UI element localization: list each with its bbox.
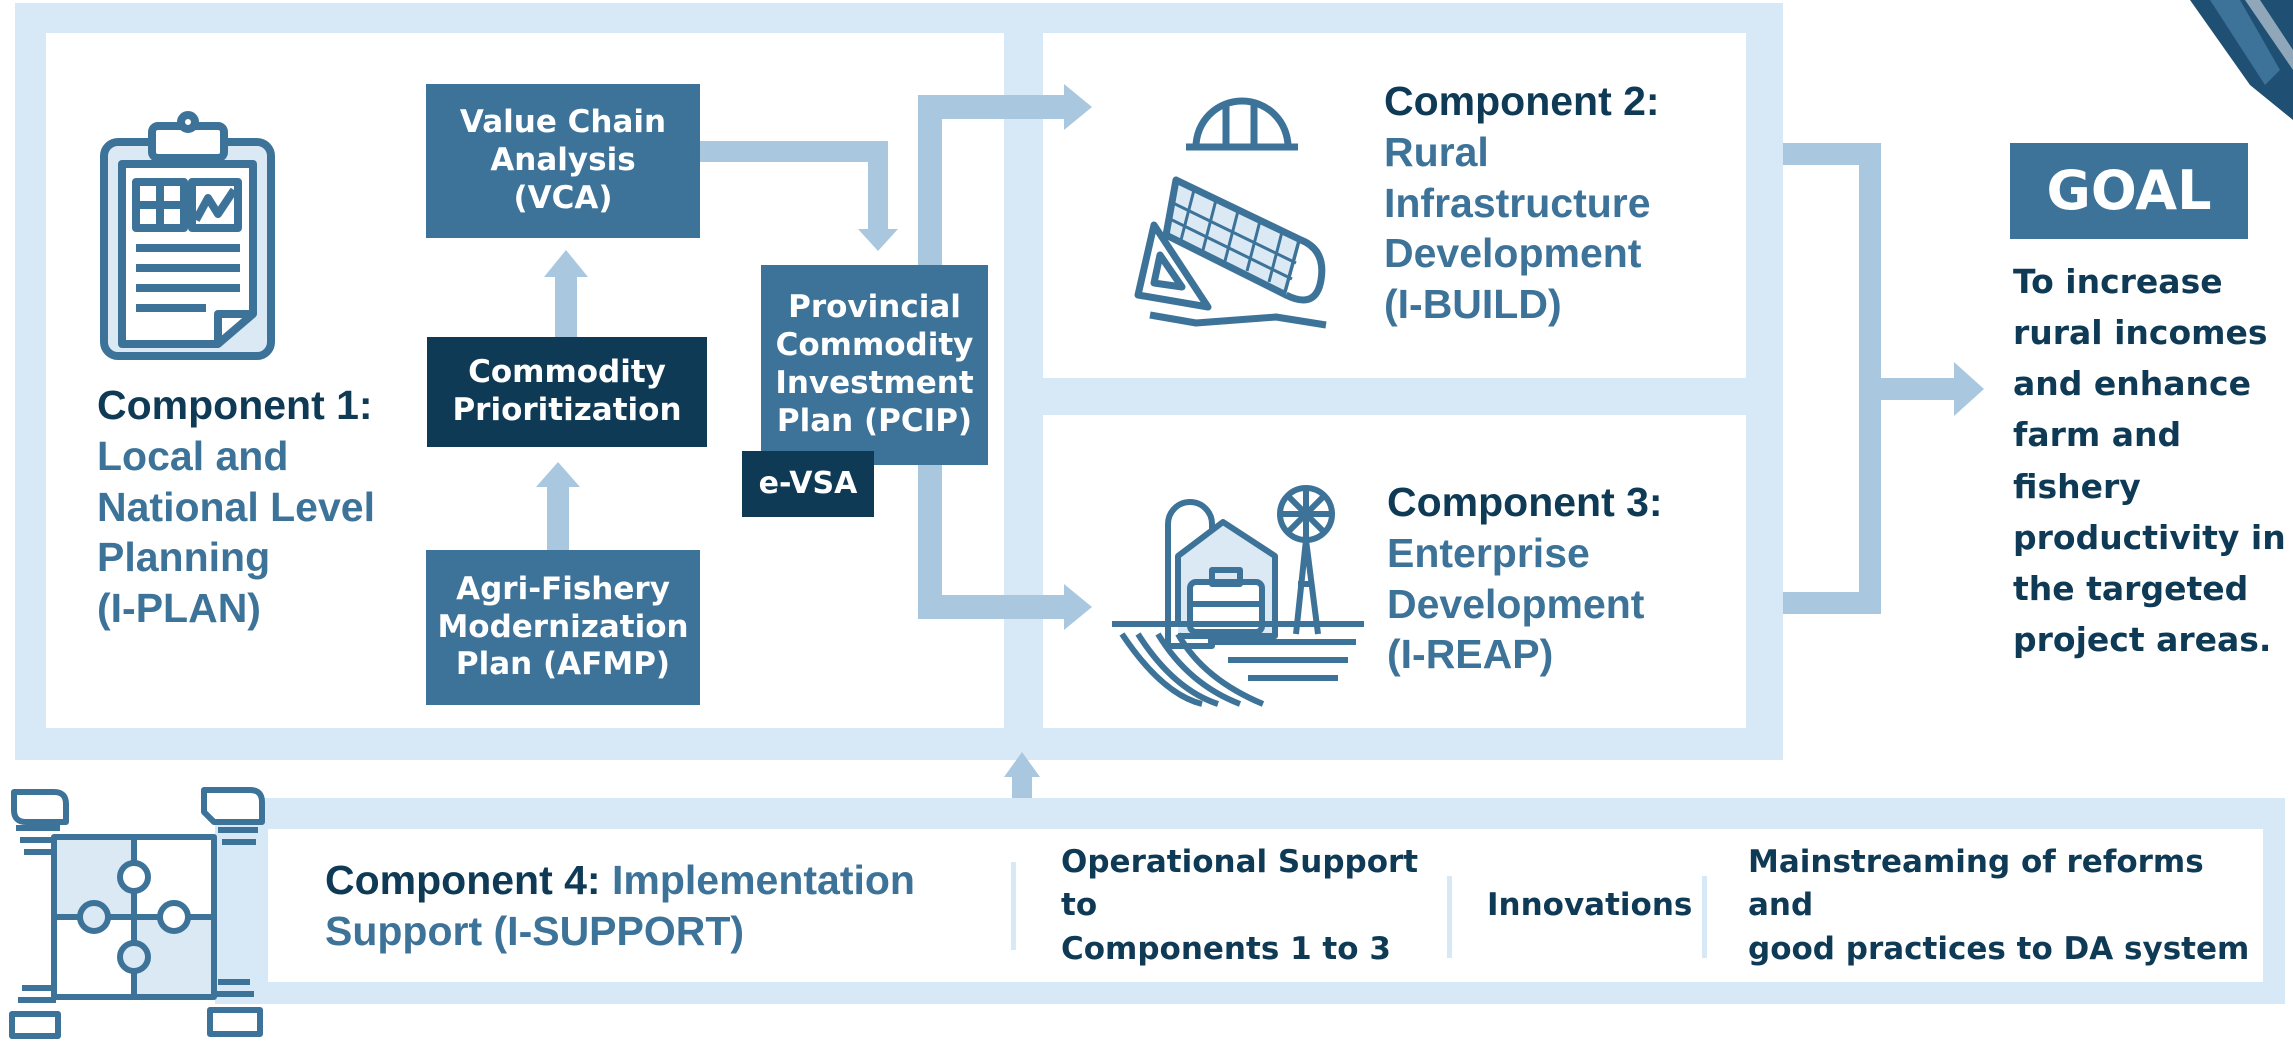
pcip-to-component2-connector: [918, 95, 1066, 119]
farm-icon: [1112, 485, 1364, 707]
component2-title: Rural Infrastructure Development (I-BUIL…: [1384, 128, 1651, 328]
right-arrow-head: [1954, 362, 1984, 416]
components-to-goal-connector: [1881, 378, 1957, 400]
support-divider: [1011, 862, 1016, 950]
corner-logo-fragment: [2190, 0, 2293, 120]
component4-heading: Component 4:: [325, 857, 601, 903]
support-divider: [1702, 876, 1707, 958]
component1-text: Component 1: Local and National Level Pl…: [97, 380, 427, 634]
components-to-goal-connector: [1859, 143, 1881, 614]
pcip-to-component3-connector: [918, 595, 1066, 619]
component4-title-line1: Implementation: [612, 857, 915, 903]
prioritization-box: Commodity Prioritization: [427, 337, 707, 447]
support-divider: [1447, 876, 1452, 958]
pcip-to-component3-connector: [918, 462, 942, 610]
up-arrow-head: [1004, 752, 1040, 777]
vca-to-pcip-connector: [700, 141, 888, 162]
right-arrow-head: [1064, 584, 1092, 630]
prioritization-to-vca-arrow: [555, 275, 577, 337]
right-arrow-head: [1064, 84, 1092, 130]
puzzle-hands-icon: [9, 787, 265, 1039]
support-item-innovations: Innovations: [1487, 887, 1693, 924]
support-item-operational: Operational Support to Components 1 to 3: [1061, 843, 1419, 967]
up-arrow-head: [536, 462, 580, 487]
goal-label: GOAL: [2010, 143, 2248, 239]
components-to-goal-connector: [1783, 592, 1881, 614]
component2-panel: [1043, 33, 1746, 378]
component1-heading: Component 1:: [97, 382, 373, 428]
component3-heading: Component 3:: [1387, 479, 1663, 525]
hardhat-blueprint-icon: [1134, 97, 1327, 329]
component4-panel: [268, 829, 2263, 982]
afmp-box: Agri-Fishery Modernization Plan (AFMP): [426, 550, 700, 705]
component4-text: Component 4: Implementation Support (I-S…: [325, 855, 1025, 957]
clipboard-icon: [100, 111, 275, 360]
vca-to-pcip-connector: [868, 141, 888, 231]
component4-title-line2: Support (I-SUPPORT): [325, 907, 745, 954]
component1-title: Local and National Level Planning (I-PLA…: [97, 432, 375, 632]
component3-title: Enterprise Development (I-REAP): [1387, 529, 1645, 678]
goal-text: To increase rural incomes and enhance fa…: [2013, 262, 2286, 659]
down-arrow-head: [858, 229, 898, 251]
component4-up-arrow: [1012, 775, 1032, 805]
component2-text: Component 2: Rural Infrastructure Develo…: [1384, 76, 1724, 330]
evsa-badge: e-VSA: [742, 451, 874, 517]
afmp-to-prioritization-arrow: [547, 485, 569, 550]
up-arrow-head: [544, 250, 588, 277]
components-to-goal-connector: [1783, 143, 1881, 165]
component3-text: Component 3: Enterprise Development (I-R…: [1387, 477, 1727, 680]
vca-box: Value Chain Analysis (VCA): [426, 84, 700, 238]
pcip-box: Provincial Commodity Investment Plan (PC…: [761, 265, 988, 465]
pcip-to-component2-connector: [918, 95, 942, 267]
support-item-mainstreaming: Mainstreaming of reforms and good practi…: [1748, 843, 2250, 967]
component2-heading: Component 2:: [1384, 78, 1660, 124]
